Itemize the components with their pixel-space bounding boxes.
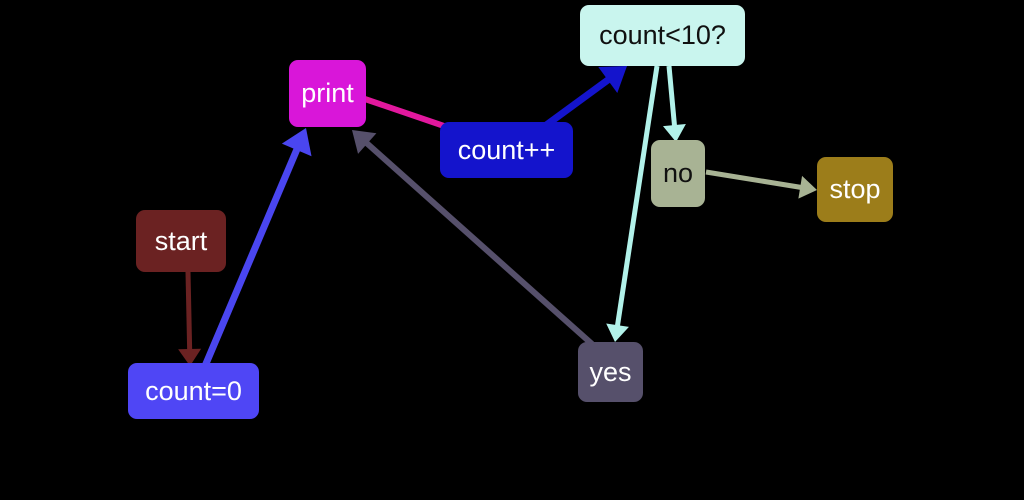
edge-arrowhead: [606, 323, 629, 342]
node-count_inc[interactable]: count++: [440, 122, 573, 178]
node-label-no: no: [662, 158, 694, 188]
node-stop[interactable]: stop: [817, 157, 893, 222]
node-label-stop: stop: [829, 174, 881, 204]
edge-print-to-count-inc: [361, 95, 445, 129]
node-print[interactable]: print: [289, 60, 366, 127]
edge-no-to-stop: [705, 169, 817, 199]
edge-line: [705, 169, 804, 191]
edge-line: [666, 65, 678, 129]
node-no[interactable]: no: [651, 140, 705, 207]
edge-start-to-count-init: [178, 271, 202, 366]
node-condition[interactable]: count<10?: [580, 5, 745, 66]
edge-count-inc-to-condition: [542, 66, 627, 129]
edge-arrowhead: [598, 66, 627, 94]
edge-arrowhead: [281, 128, 312, 157]
edge-line: [542, 74, 614, 129]
node-start[interactable]: start: [136, 210, 226, 272]
edge-arrowhead: [352, 130, 377, 154]
node-label-start: start: [154, 225, 208, 256]
edge-condition-to-no: [662, 65, 686, 142]
node-label-condition: count<10?: [599, 20, 726, 50]
edge-condition-to-yes: [606, 65, 660, 342]
edge-line: [185, 271, 193, 353]
edge-line: [361, 95, 445, 129]
edge-arrowhead: [798, 175, 817, 199]
node-label-count_init: count=0: [145, 375, 242, 406]
node-label-print: print: [301, 78, 354, 108]
node-count_init[interactable]: count=0: [128, 363, 259, 419]
node-label-count_inc: count++: [457, 134, 556, 165]
node-yes[interactable]: yes: [578, 342, 643, 402]
node-label-yes: yes: [589, 356, 632, 387]
